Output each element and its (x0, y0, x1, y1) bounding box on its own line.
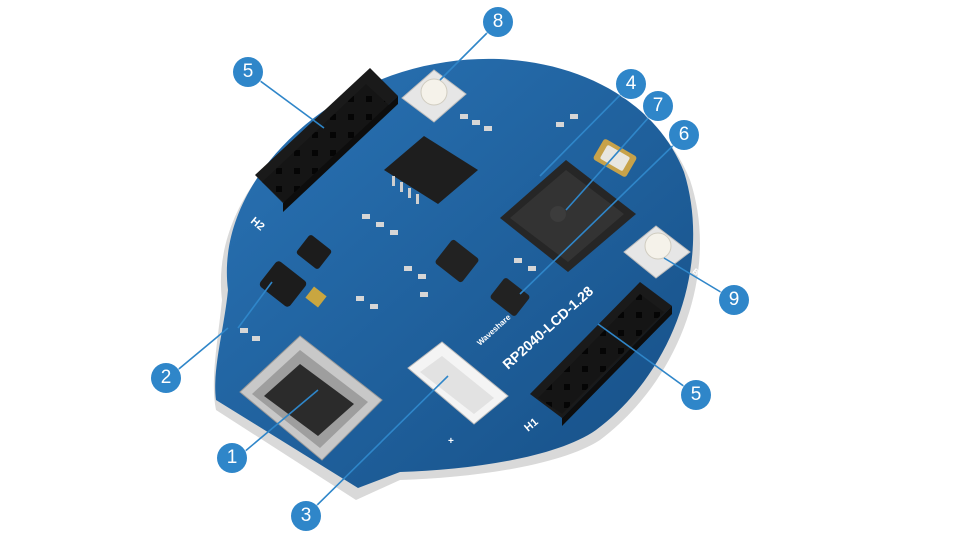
flash-ic (384, 136, 478, 204)
inductor (296, 235, 332, 269)
reset-button (401, 69, 467, 123)
callout-4: 4 (616, 69, 646, 99)
callout-8: 8 (483, 7, 513, 37)
callout-7: 7 (643, 91, 673, 121)
callout-9: 9 (719, 285, 749, 315)
capacitor (305, 286, 327, 308)
battery-connector (407, 341, 509, 425)
callout-5-top: 5 (233, 57, 263, 87)
imu-chip (435, 239, 479, 283)
pin-header-h1 (530, 282, 672, 426)
boot-button (623, 225, 691, 279)
callout-6: 6 (669, 120, 699, 150)
regulator-chip (259, 261, 307, 307)
small-flash-chip (490, 278, 530, 316)
callout-3: 3 (291, 501, 321, 531)
smd-components (240, 114, 578, 341)
callout-5-bottom: 5 (681, 380, 711, 410)
crystal-oscillator (593, 139, 637, 177)
callout-1: 1 (217, 443, 247, 473)
pin-header-h2 (255, 68, 398, 212)
label-plus: + (448, 436, 454, 447)
usb-c-connector (239, 335, 383, 461)
mcu-chip (500, 160, 636, 272)
leader-lines (167, 21, 735, 517)
callout-2: 2 (151, 363, 181, 393)
